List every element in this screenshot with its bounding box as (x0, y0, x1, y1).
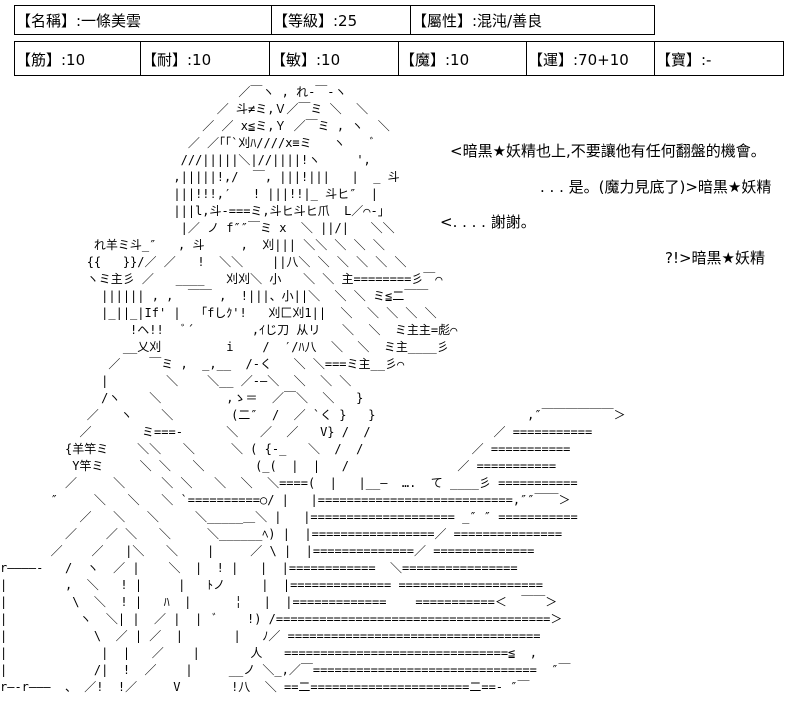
status-panel: 【名稱】:一條美雲 【等級】:25 【屬性】:混沌/善良 【筋】:10 【耐】:… (0, 0, 800, 80)
status-divider (654, 41, 655, 76)
status-divider (14, 41, 15, 76)
dialogue-line: <. . . . 謝謝。 (440, 213, 536, 231)
agility-stat: 【敏】:10 (271, 51, 341, 69)
luck-stat: 【運】:70+10 (528, 51, 629, 69)
status-divider (269, 41, 270, 76)
status-divider (140, 41, 141, 76)
endurance-stat: 【耐】:10 (142, 51, 212, 69)
status-divider (526, 41, 527, 76)
status-divider (14, 5, 15, 35)
attribute-field: 【屬性】:混沌/善良 (412, 12, 543, 30)
dialogue-line: . . . 是。(魔力見底了)>暗黒★妖精 (540, 178, 772, 196)
status-rule-bottom (14, 75, 784, 76)
status-rule-top (14, 5, 654, 6)
ascii-art-illustration: ／￣ヽ , れ‐￣‐ヽ ／ 斗≠ミ,Ｖ／￣ミ ＼ ＼ ／ ／ x≦ミ,Ｙ ／￣ミ… (0, 85, 626, 694)
treasure-stat: 【寶】:- (656, 51, 712, 69)
status-divider (271, 5, 272, 35)
dialogue-line: ?!>暗黒★妖精 (665, 249, 765, 267)
status-divider (654, 5, 655, 35)
status-rule-mid-b (14, 41, 784, 42)
strength-stat: 【筋】:10 (16, 51, 86, 69)
dialogue-line: <暗黒★妖精也上,不要讓他有任何翻盤的機會。 (450, 142, 766, 160)
status-divider (783, 41, 784, 76)
status-divider (410, 5, 411, 35)
magic-stat: 【魔】:10 (400, 51, 470, 69)
level-field: 【等級】:25 (273, 12, 358, 30)
status-rule-mid-a (14, 34, 654, 35)
status-divider (398, 41, 399, 76)
name-field: 【名稱】:一條美雲 (16, 12, 142, 30)
